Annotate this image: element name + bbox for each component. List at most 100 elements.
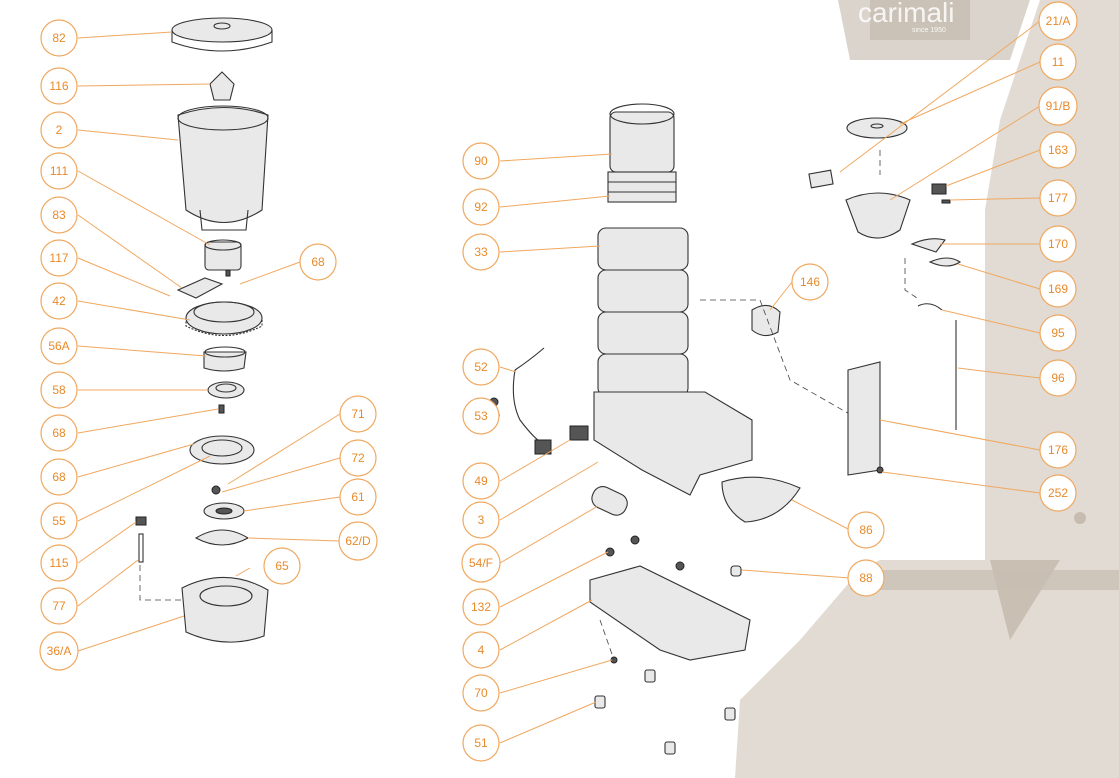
callout-circle xyxy=(40,67,78,105)
callout-circle xyxy=(40,414,78,452)
callout-circle xyxy=(338,521,378,561)
callout-circle xyxy=(1038,1,1078,41)
part-cone xyxy=(209,71,235,101)
callout-circle xyxy=(1039,314,1077,352)
callout-circle xyxy=(462,233,500,271)
callout-number: 68 xyxy=(52,470,66,484)
part-collar xyxy=(204,241,242,271)
callout-number: 65 xyxy=(275,559,289,573)
callout-circle xyxy=(39,631,79,671)
callout-circle xyxy=(40,327,78,365)
callout-number: 177 xyxy=(1048,191,1068,205)
callout-number: 111 xyxy=(50,164,69,178)
callout-circle xyxy=(40,196,78,234)
part-cable-52 xyxy=(512,347,546,446)
callout-circle xyxy=(1039,225,1077,263)
callout-65: 65 xyxy=(263,547,301,585)
brand-logo: carimali xyxy=(858,0,954,28)
callout-circle xyxy=(40,544,78,582)
right-assembly xyxy=(808,117,961,476)
part-cage-33 xyxy=(597,227,689,397)
callout-82: 82 xyxy=(40,19,78,57)
callout-58: 58 xyxy=(40,371,78,409)
center-assembly xyxy=(489,103,861,755)
part-capacitor-54F xyxy=(591,486,628,516)
callout-number: 2 xyxy=(56,123,63,137)
callout-circle xyxy=(40,371,78,409)
callout-117: 117 xyxy=(40,239,78,277)
callout-56a: 56A xyxy=(40,327,78,365)
callout-number: 61 xyxy=(351,490,365,504)
callout-number: 36/A xyxy=(47,644,72,658)
part-base-36A xyxy=(181,576,269,643)
callout-4: 4 xyxy=(462,631,500,669)
callout-170: 170 xyxy=(1039,225,1077,263)
callout-number: 132 xyxy=(471,600,491,614)
callout-circle xyxy=(1039,431,1077,469)
callout-circle xyxy=(462,588,500,626)
callout-3: 3 xyxy=(462,501,500,539)
callout-circle xyxy=(462,724,500,762)
part-switch-49 xyxy=(569,425,589,441)
callout-146: 146 xyxy=(791,263,829,301)
callout-number: 42 xyxy=(52,294,66,308)
callout-number: 71 xyxy=(351,407,365,421)
callout-circle xyxy=(462,142,500,180)
callout-circle xyxy=(462,462,500,500)
callout-83: 83 xyxy=(40,196,78,234)
callout-number: 56A xyxy=(48,339,69,353)
callout-number: 55 xyxy=(52,514,66,528)
callout-number: 49 xyxy=(474,474,488,488)
callout-number: 117 xyxy=(49,251,68,265)
callout-number: 52 xyxy=(474,360,488,374)
callout-number: 58 xyxy=(52,383,66,397)
machine-photo-background: carimali since 1950 xyxy=(735,0,1119,778)
callout-36-a: 36/A xyxy=(39,631,79,671)
part-panel-176 xyxy=(847,361,881,476)
callout-number: 252 xyxy=(1048,486,1068,500)
callout-number: 33 xyxy=(474,245,488,259)
callout-circle xyxy=(462,501,500,539)
callout-number: 4 xyxy=(478,643,485,657)
callout-circle xyxy=(462,188,500,226)
callout-number: 95 xyxy=(1051,326,1065,340)
callout-33: 33 xyxy=(462,233,500,271)
callout-115: 115 xyxy=(40,544,78,582)
callout-circle xyxy=(1039,474,1077,512)
callout-number: 91/B xyxy=(1046,99,1071,113)
callout-circle xyxy=(40,111,78,149)
callout-55: 55 xyxy=(40,502,78,540)
part-lid xyxy=(171,17,273,43)
callout-circle xyxy=(462,631,500,669)
callout-circle xyxy=(791,263,829,301)
callout-circle xyxy=(40,458,78,496)
callout-circle xyxy=(847,511,885,549)
callout-circle xyxy=(462,674,500,712)
callout-62-d: 62/D xyxy=(338,521,378,561)
callout-86: 86 xyxy=(847,511,885,549)
part-funnel-170 xyxy=(845,192,911,239)
callout-number: 62/D xyxy=(345,534,371,548)
callout-number: 77 xyxy=(52,599,66,613)
callout-circle xyxy=(462,397,500,435)
callout-number: 3 xyxy=(478,513,485,527)
callout-number: 53 xyxy=(474,409,488,423)
callout-number: 96 xyxy=(1051,371,1065,385)
callout-circle xyxy=(40,502,78,540)
left-assembly xyxy=(135,17,273,643)
callout-circle xyxy=(847,559,885,597)
callout-circle xyxy=(339,395,377,433)
part-body-base-3 xyxy=(593,391,753,496)
callout-circle xyxy=(40,282,78,320)
callout-42: 42 xyxy=(40,282,78,320)
callout-circle xyxy=(1038,86,1078,126)
callout-circle xyxy=(1039,270,1077,308)
part-tray-86 xyxy=(721,476,801,523)
callout-number: 83 xyxy=(52,208,66,222)
callout-circle xyxy=(1039,43,1077,81)
callout-number: 163 xyxy=(1048,143,1068,157)
callout-circle xyxy=(1039,179,1077,217)
callout-92: 92 xyxy=(462,188,500,226)
callout-49: 49 xyxy=(462,462,500,500)
